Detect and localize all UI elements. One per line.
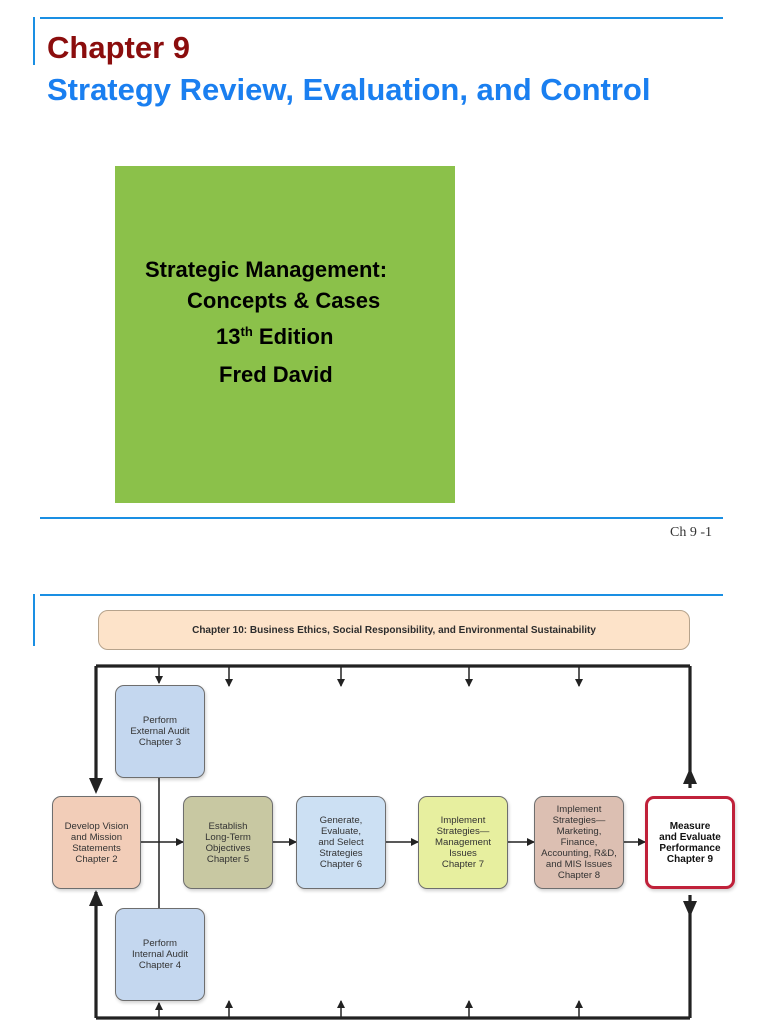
chapter-title: Strategy Review, Evaluation, and Control: [47, 72, 651, 107]
cover-title-line2: Concepts & Cases: [187, 288, 381, 313]
book-cover: Strategic Management: Concepts & Cases 1…: [115, 166, 455, 503]
internal-audit-label: Perform Internal Audit Chapter 4: [131, 938, 188, 971]
cover-edition: 13th Edition: [115, 324, 556, 350]
slide2-left-rule: [33, 594, 35, 646]
bottom-feedback-ticks: [155, 1000, 583, 1018]
bottom-rule: [40, 517, 723, 519]
top-rule: [40, 17, 723, 19]
edition-suffix: th: [240, 324, 253, 339]
internal-audit-box: Perform Internal Audit Chapter 4: [115, 908, 205, 1001]
strategies-box: Generate, Evaluate, and Select Strategie…: [296, 796, 386, 889]
edition-word: Edition: [258, 324, 334, 349]
marketing-issues-box: Implement Strategies— Marketing, Finance…: [534, 796, 624, 889]
ethics-banner: Chapter 10: Business Ethics, Social Resp…: [98, 610, 690, 650]
objectives-box: Establish Long-Term Objectives Chapter 5: [183, 796, 273, 889]
slide2-top-rule: [40, 594, 723, 596]
vision-label: Develop Vision and Mission Statements Ch…: [64, 820, 129, 865]
vision-box: Develop Vision and Mission Statements Ch…: [52, 796, 141, 889]
top-feedback-ticks: [155, 666, 583, 687]
management-issues-label: Implement Strategies— Management Issues …: [435, 815, 491, 870]
loop-arrow-vision-top: [89, 778, 103, 794]
measure-box: Measure and Evaluate Performance Chapter…: [645, 796, 735, 889]
objectives-label: Establish Long-Term Objectives Chapter 5: [205, 820, 251, 865]
cover-author: Fred David: [219, 362, 333, 387]
external-audit-box: Perform External Audit Chapter 3: [115, 685, 205, 778]
external-audit-label: Perform External Audit Chapter 3: [130, 715, 190, 748]
management-issues-box: Implement Strategies— Management Issues …: [418, 796, 508, 889]
measure-label: Measure and Evaluate Performance Chapter…: [659, 820, 721, 865]
left-rule: [33, 17, 35, 65]
marketing-issues-label: Implement Strategies— Marketing, Finance…: [541, 804, 617, 881]
loop-arrow-measure-up: [683, 768, 697, 784]
cover-title-line1: Strategic Management:: [145, 257, 388, 282]
strategies-label: Generate, Evaluate, and Select Strategie…: [318, 815, 364, 870]
loop-arrow-measure-down: [683, 901, 697, 917]
loop-arrow-vision-bottom: [89, 890, 103, 906]
chapter-label: Chapter 9: [47, 30, 190, 65]
edition-number: 13: [216, 324, 241, 349]
page-number: Ch 9 -1: [670, 525, 712, 540]
